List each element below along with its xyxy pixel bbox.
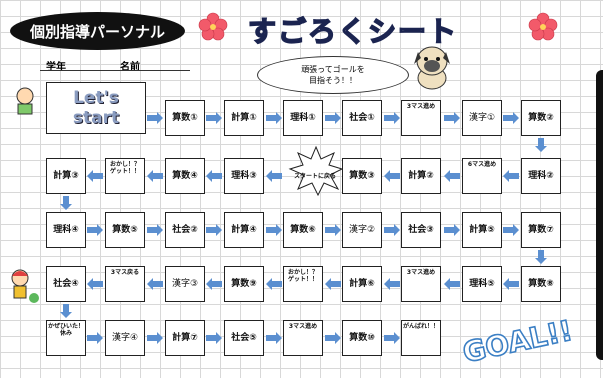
board-cell: 算数④ bbox=[165, 158, 205, 194]
board-cell: 漢字① bbox=[462, 100, 502, 136]
start-line-1: Let's bbox=[73, 88, 119, 108]
back-to-start-burst-icon bbox=[288, 145, 344, 197]
board-cell: 理科④ bbox=[46, 212, 86, 248]
board-cell: 算数② bbox=[521, 100, 561, 136]
board-cell: 算数⑩ bbox=[342, 320, 382, 356]
board-cell: 漢字④ bbox=[105, 320, 145, 356]
board-cell-event: おかし！？ ゲット！！ bbox=[283, 266, 323, 302]
board-cell: 計算① bbox=[224, 100, 264, 136]
board-cell: 計算⑦ bbox=[165, 320, 205, 356]
board-cell: 計算④ bbox=[224, 212, 264, 248]
board-cell: 算数⑧ bbox=[521, 266, 561, 302]
board-cell-event: 3マス進め bbox=[401, 100, 441, 136]
board-cell: 計算⑥ bbox=[342, 266, 382, 302]
board-cell: 漢字③ bbox=[165, 266, 205, 302]
kids-character-icon bbox=[11, 269, 39, 303]
speech-bubble: 頑張ってゴールを 目指そう！！ bbox=[257, 56, 409, 94]
board-cell: 社会④ bbox=[46, 266, 86, 302]
name-underline bbox=[40, 70, 190, 71]
board-cell: 理科⑤ bbox=[462, 266, 502, 302]
name-label: 名前 bbox=[120, 62, 140, 73]
pug-mascot-icon bbox=[414, 46, 450, 90]
board-cell: 理科② bbox=[521, 158, 561, 194]
burst-label: スタートに戻る bbox=[293, 172, 336, 180]
board-cell-event: 6マス進め bbox=[462, 158, 502, 194]
board-cell: 算数⑥ bbox=[283, 212, 323, 248]
child-character-icon bbox=[16, 87, 34, 115]
flower-icon bbox=[528, 12, 558, 41]
board-cell-event: おかし！？ ゲット！！ bbox=[105, 158, 145, 194]
board-cell: 漢字② bbox=[342, 212, 382, 248]
start-line-2: start bbox=[72, 108, 120, 128]
board-cell: 算数⑤ bbox=[105, 212, 145, 248]
board-cell: 社会② bbox=[165, 212, 205, 248]
speech-line-2: 目指そう！！ bbox=[309, 76, 357, 85]
board-cell: 算数⑦ bbox=[521, 212, 561, 248]
board-cell-event: 3マス戻る bbox=[105, 266, 145, 302]
start-cell: Let's start bbox=[46, 82, 146, 134]
board-cell: 理科① bbox=[283, 100, 323, 136]
board-cell: 算数① bbox=[165, 100, 205, 136]
board-cell: 計算⑤ bbox=[462, 212, 502, 248]
board-cell-event: 3マス進め bbox=[401, 266, 441, 302]
brand-badge: 個別指導パーソナル bbox=[10, 12, 185, 50]
board-cell: 社会① bbox=[342, 100, 382, 136]
board-cell: 計算③ bbox=[46, 158, 86, 194]
flower-icon bbox=[198, 12, 228, 41]
board-cell: 算数③ bbox=[342, 158, 382, 194]
board-cell: 理科③ bbox=[224, 158, 264, 194]
board-cell-event: 3マス進め bbox=[283, 320, 323, 356]
board-cell: 計算② bbox=[401, 158, 441, 194]
board-cell-event: がんばれ！！ bbox=[401, 320, 441, 356]
board-cell: 社会⑤ bbox=[224, 320, 264, 356]
board-cell: 社会③ bbox=[401, 212, 441, 248]
right-edge-bar bbox=[596, 70, 603, 360]
speech-line-1: 頑張ってゴールを bbox=[301, 65, 365, 74]
grade-label: 学年 bbox=[46, 62, 66, 73]
board-cell-event: かぜひいた！ 休み bbox=[46, 320, 86, 356]
board-cell: 算数⑨ bbox=[224, 266, 264, 302]
sheet-title: すごろくシート bbox=[247, 14, 459, 49]
